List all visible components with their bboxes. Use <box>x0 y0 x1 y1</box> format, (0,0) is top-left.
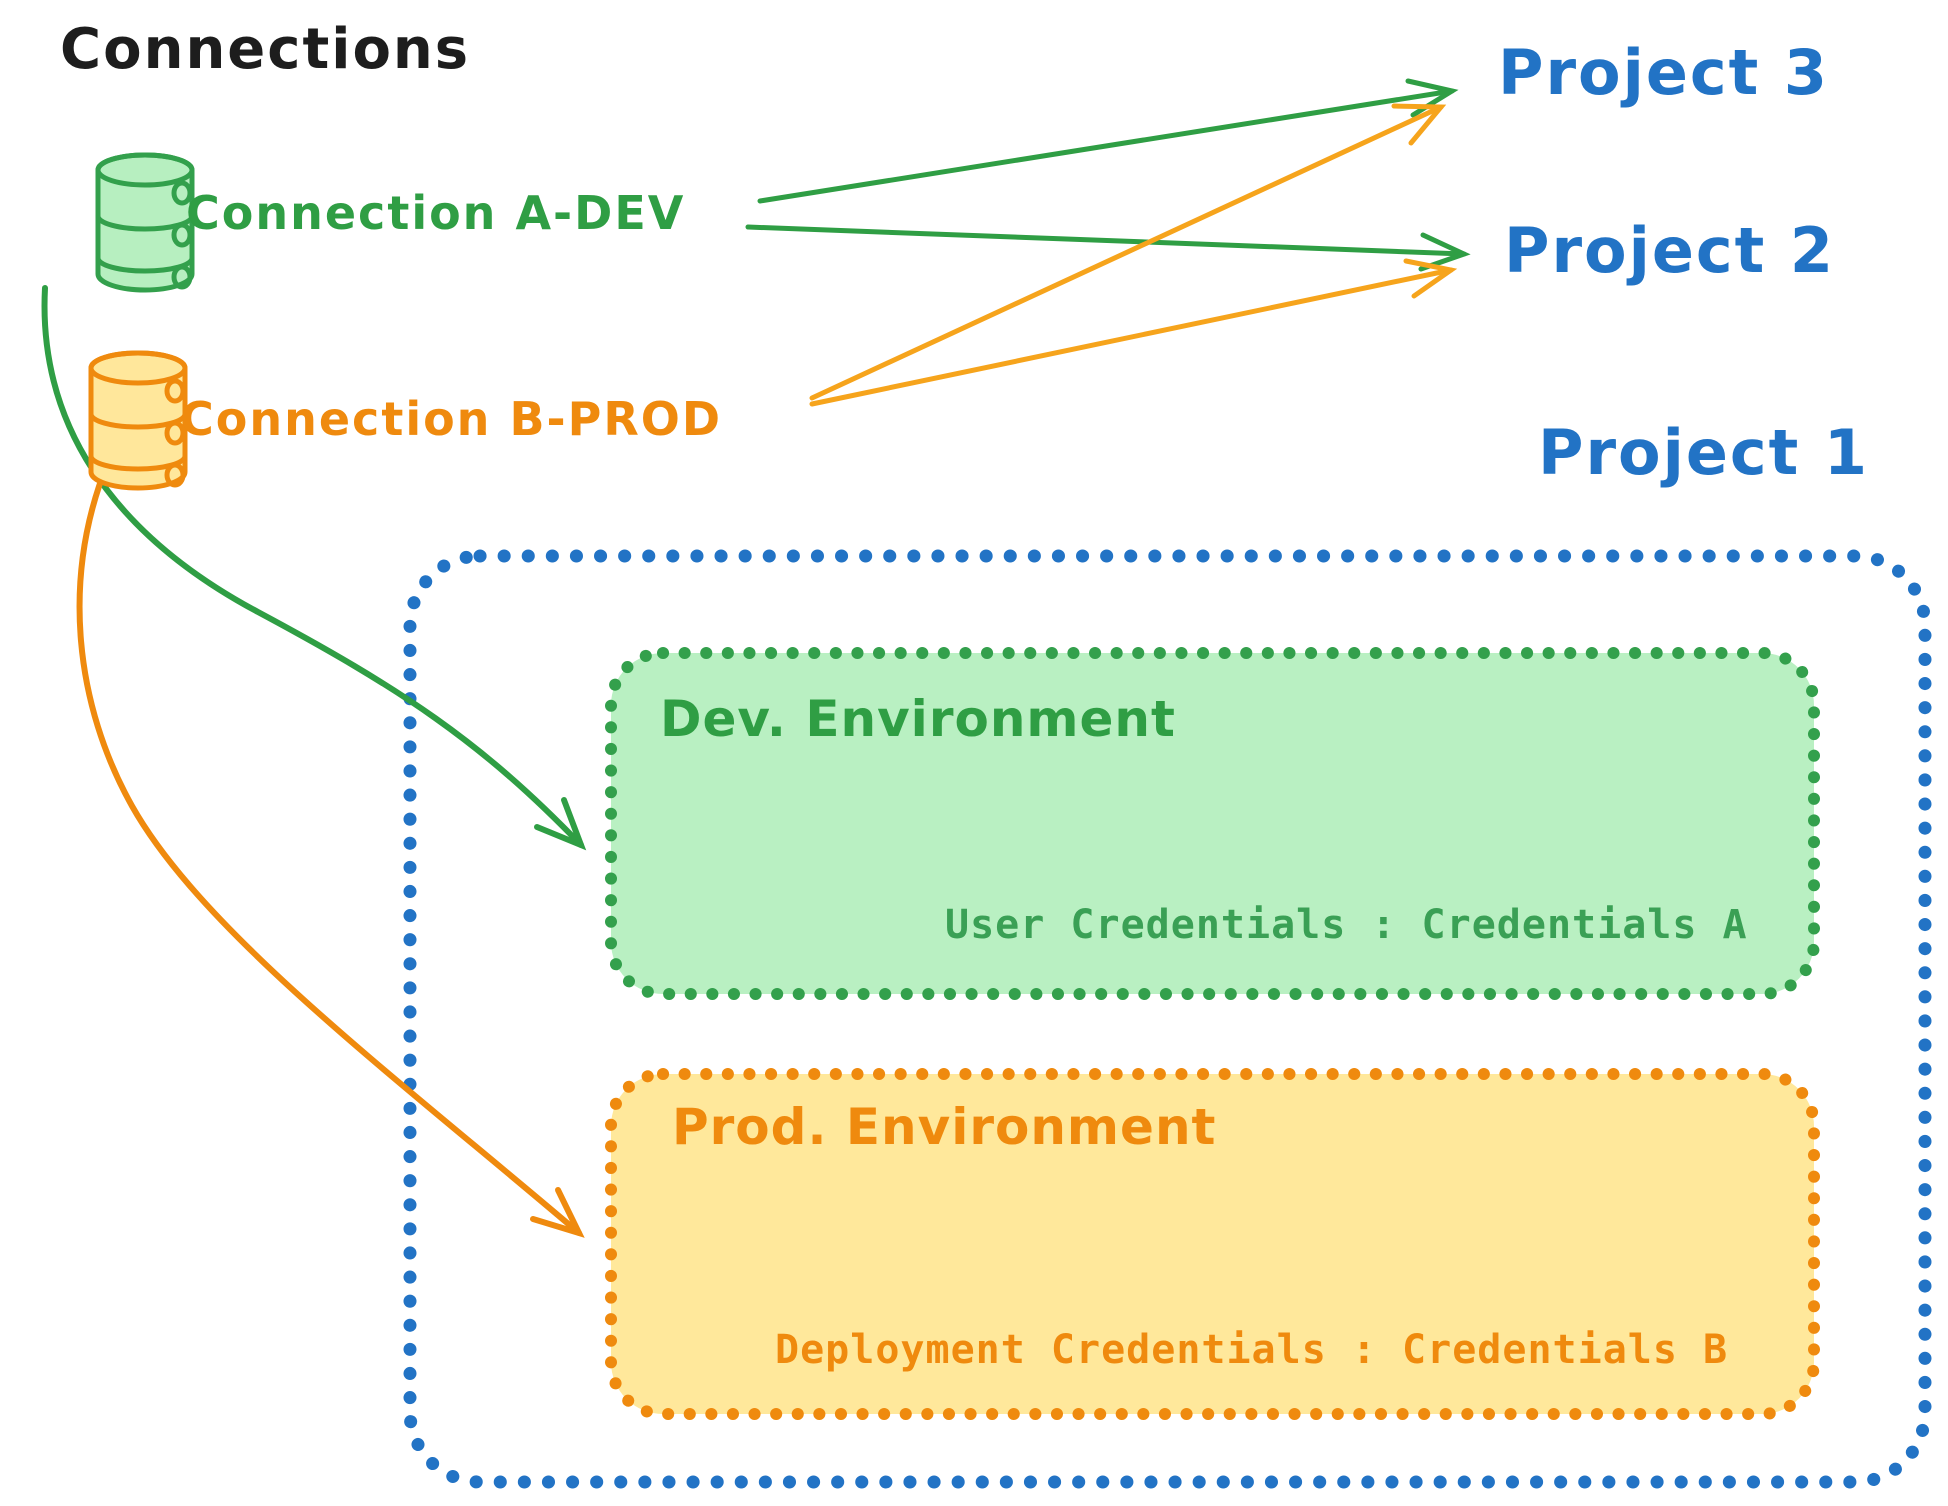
prod-environment-box <box>605 1068 1820 1420</box>
arrow-a-dev-to-project3 <box>757 78 1459 204</box>
connection-a-dev-label: Connection A-DEV <box>186 186 686 240</box>
connection-b-prod-label: Connection B-PROD <box>180 392 723 446</box>
dev-environment-credentials: User Credentials : Credentials A <box>945 902 1748 948</box>
arrow-b-prod-to-prod-environment <box>76 459 585 1238</box>
project-1-label: Project 1 <box>1538 416 1870 489</box>
arrow-b-prod-to-project2 <box>809 258 1458 407</box>
project-2-label: Project 2 <box>1504 214 1836 287</box>
project-3-label: Project 3 <box>1498 36 1830 109</box>
arrow-a-dev-to-project2 <box>745 224 1471 272</box>
dev-environment-title: Dev. Environment <box>660 690 1176 748</box>
prod-environment-title: Prod. Environment <box>672 1098 1217 1156</box>
database-icon-dev <box>95 152 195 293</box>
dev-environment-box <box>605 647 1820 1000</box>
diagram-title: Connections <box>60 17 471 82</box>
project1-container-box <box>403 549 1932 1489</box>
arrow-b-prod-to-project3 <box>809 103 1447 401</box>
arrow-a-dev-to-dev-environment <box>41 285 587 851</box>
prod-environment-credentials: Deployment Credentials : Credentials B <box>775 1327 1729 1373</box>
database-icon-prod <box>88 350 188 491</box>
